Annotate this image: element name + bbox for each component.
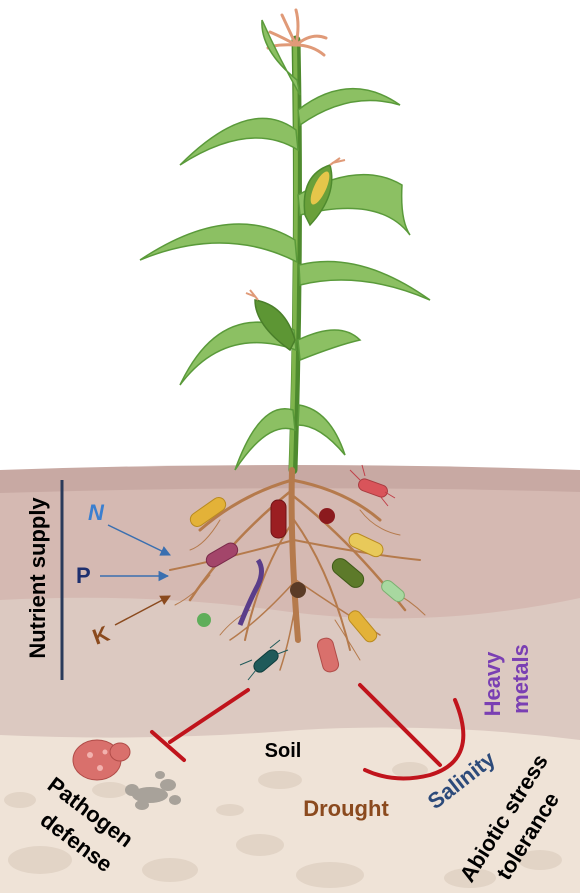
heavy-metals-label-line1: Heavy — [480, 651, 505, 717]
soil-label: Soil — [265, 740, 302, 762]
nitrogen-label: N — [88, 500, 105, 525]
heavy-metals-label-line2: metals — [508, 644, 533, 714]
drought-label: Drought — [303, 796, 389, 821]
phosphorus-label: P — [76, 563, 91, 588]
leaves — [140, 20, 430, 470]
maize-plant-icon — [140, 10, 430, 470]
nutrient-supply-label: Nutrient supply — [25, 497, 50, 659]
